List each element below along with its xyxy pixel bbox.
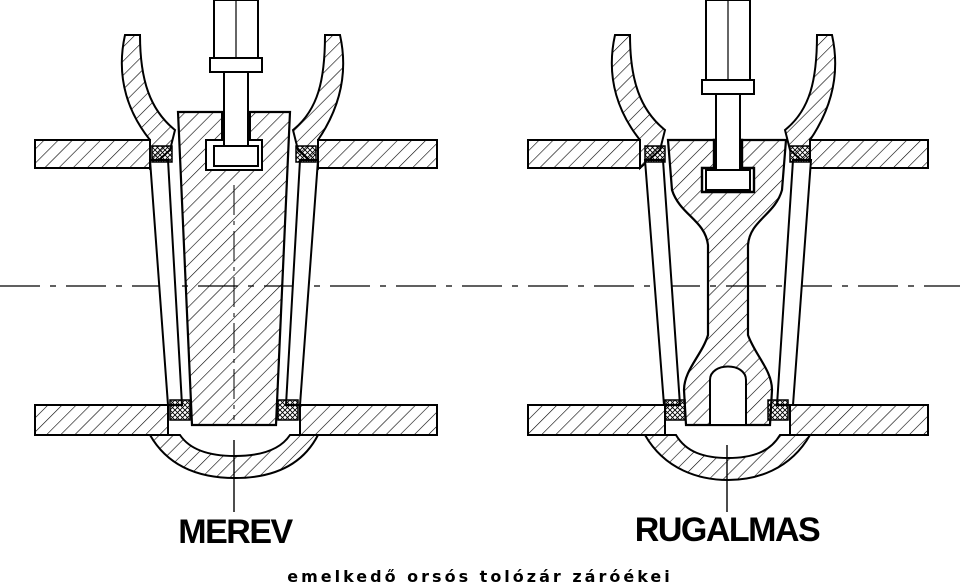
- upper-pipe-wall: [34, 139, 151, 169]
- wedge-bottom-slot: [709, 365, 747, 426]
- gasket-bottom-right: [277, 399, 299, 421]
- diagram-caption: emelkedő orsós tolózár zárόékei: [287, 567, 673, 586]
- flexible-wedge-label: RUGALMAS: [635, 511, 820, 549]
- gasket-top-left: [151, 145, 173, 163]
- rigid-wedge-label: MEREV: [178, 513, 293, 551]
- seat-ring-right: [284, 159, 320, 406]
- lower-pipe-wall: [34, 404, 169, 436]
- gasket-bottom-left: [169, 399, 191, 421]
- seat-ring-left: [148, 159, 184, 406]
- gasket-top-right: [295, 145, 317, 163]
- rigid-wedge-drawing: MEREV: [34, 0, 438, 551]
- stem-collar: [209, 57, 263, 73]
- flexible-wedge-drawing: RUGALMAS: [527, 0, 929, 549]
